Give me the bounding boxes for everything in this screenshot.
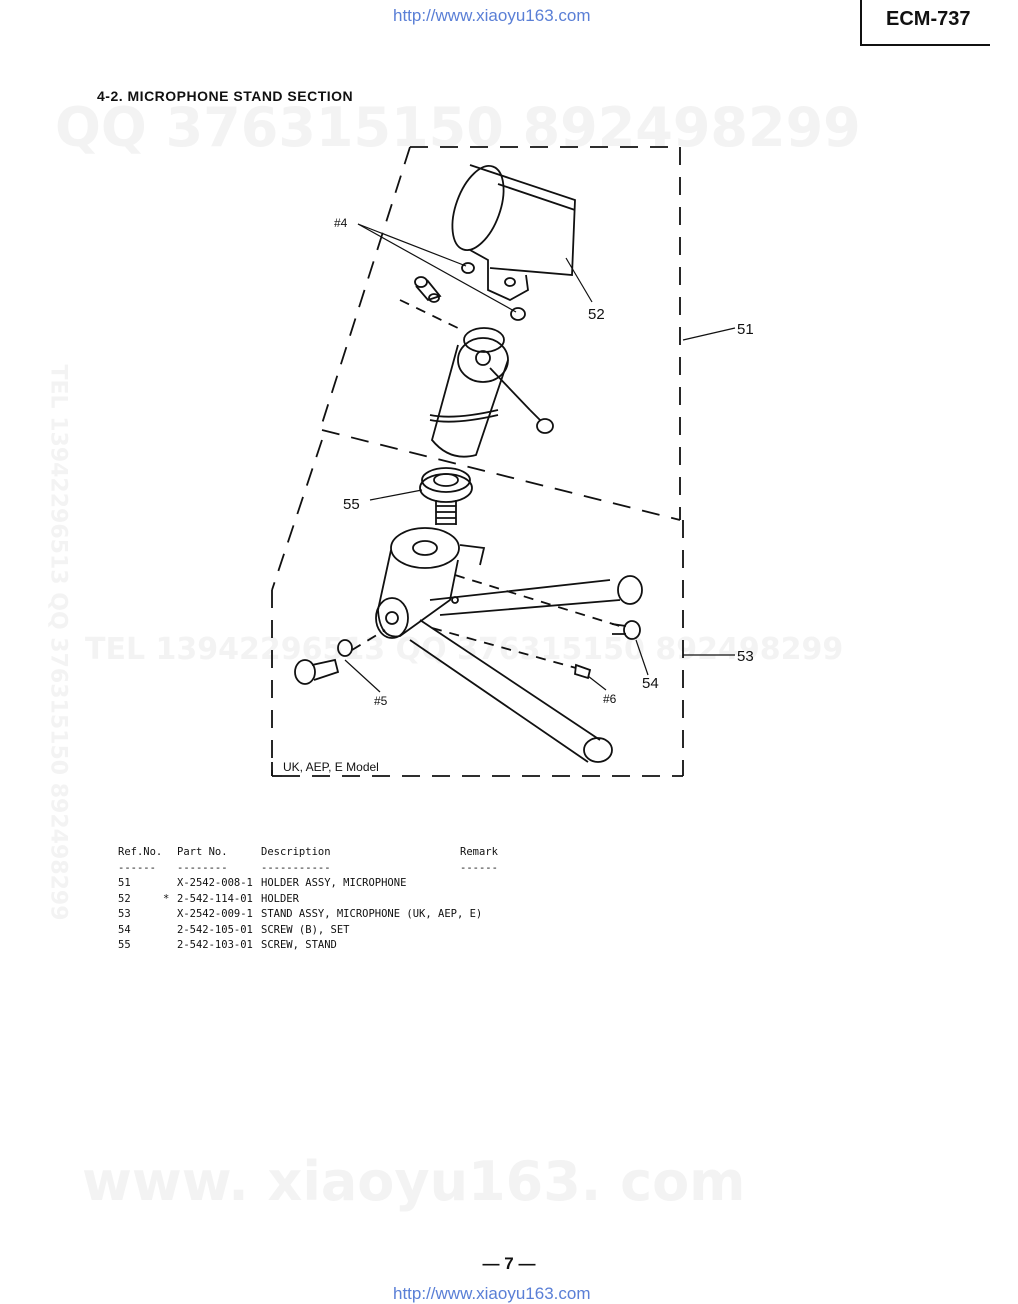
row-mark: *: [163, 892, 170, 905]
header-part-no: Part No.: [177, 846, 228, 858]
row-description: HOLDER ASSY, MICROPHONE: [261, 877, 407, 889]
label-54: 54: [642, 675, 659, 692]
top-url[interactable]: http://www.xiaoyu163.com: [393, 6, 591, 25]
label-55: 55: [343, 496, 360, 513]
screw-hash6: [574, 663, 592, 680]
label-52: 52: [588, 306, 605, 323]
row-part-no: 2-542-114-01: [177, 892, 253, 905]
row-description: SCREW, STAND: [261, 939, 337, 951]
header-description: Description: [261, 846, 331, 858]
boundary-51: [319, 146, 681, 521]
screw-top-left: [414, 276, 442, 303]
row-part-no: 2-542-105-01: [177, 923, 253, 936]
microphone-body: [429, 327, 509, 458]
bottom-url[interactable]: http://www.xiaoyu163.com: [393, 1284, 591, 1303]
holder-part-52: [451, 164, 576, 321]
underline-ref: ------: [118, 861, 156, 874]
row-ref: 54: [118, 923, 131, 936]
row-ref: 55: [118, 939, 131, 951]
header-ref-no: Ref.No.: [118, 846, 163, 858]
row-description: SCREW (B), SET: [261, 923, 350, 936]
model-note: UK, AEP, E Model: [283, 760, 379, 774]
label-53: 53: [737, 648, 754, 665]
underline-remark: ------: [460, 861, 498, 874]
row-ref: 52: [118, 892, 131, 905]
screw-right: [489, 367, 554, 434]
section-title: 4-2. MICROPHONE STAND SECTION: [97, 88, 354, 104]
watermark-site: www. xiaoyu163. com: [82, 1150, 746, 1213]
model-name: ECM-737: [886, 8, 971, 30]
label-hash5: #5: [374, 694, 388, 708]
model-box: ECM-737: [860, 0, 990, 46]
row-part-no: X-2542-008-1: [177, 877, 253, 889]
row-ref: 53: [118, 908, 131, 920]
row-description: HOLDER: [261, 892, 299, 905]
label-hash4: #4: [334, 216, 348, 230]
label-hash6: #6: [603, 692, 617, 706]
boundary-53: [271, 439, 684, 777]
watermark-qq: QQ 376315150 892498299: [55, 96, 861, 159]
header-remark: Remark: [460, 846, 498, 858]
underline-desc: -----------: [261, 861, 331, 874]
stand-screw-55: [419, 467, 473, 525]
row-part-no: X-2542-009-1: [177, 908, 253, 920]
screw-hash5: [294, 639, 353, 685]
set-screw-54: [611, 620, 641, 640]
row-ref: 51: [118, 877, 131, 889]
page-number: — 7 —: [482, 1254, 536, 1273]
row-description: STAND ASSY, MICROPHONE (UK, AEP, E): [261, 908, 483, 920]
underline-part: --------: [177, 861, 228, 874]
row-part-no: 2-542-103-01: [177, 939, 253, 951]
label-51: 51: [737, 321, 754, 338]
stand-body: [375, 527, 643, 763]
